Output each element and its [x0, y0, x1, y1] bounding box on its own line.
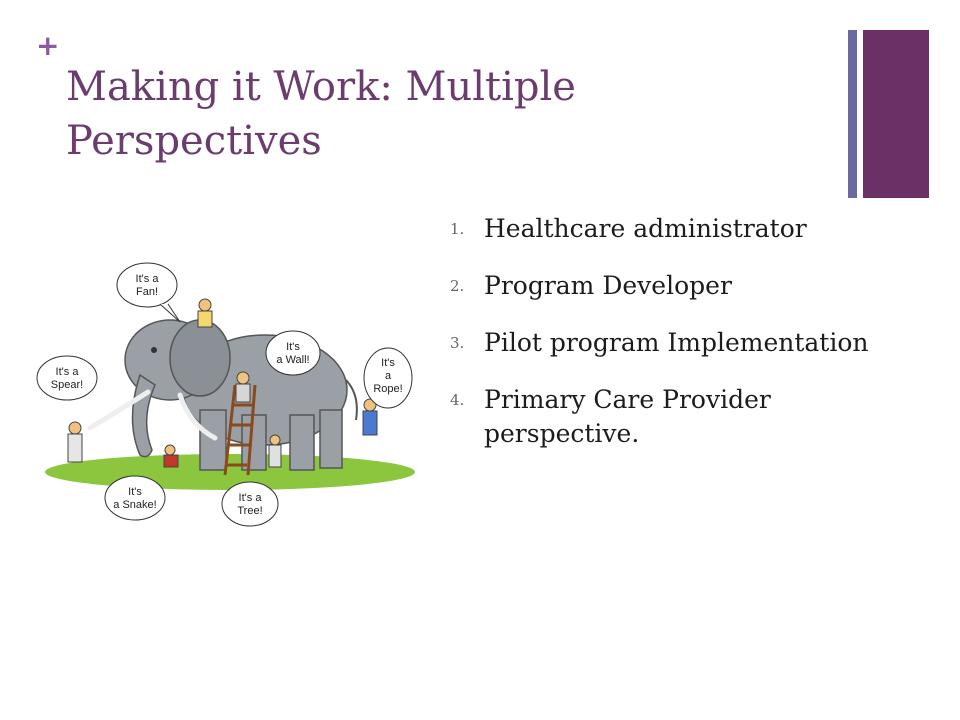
- ladder: [223, 384, 257, 476]
- bubble-fan: It's a Fan!: [116, 262, 181, 323]
- bubble-wall-line1: It's: [286, 341, 300, 353]
- elephant: [87, 319, 358, 471]
- list-text: Pilot program Implementation: [484, 328, 869, 357]
- blind-men: [67, 298, 378, 468]
- bubble-tree-line2: Tree!: [237, 505, 262, 517]
- bubble-spear: It's a Spear!: [36, 355, 98, 401]
- grass: [45, 454, 415, 490]
- list-item: 1. Healthcare administrator: [450, 212, 870, 246]
- list-item: 4. Primary Care Provider perspective.: [450, 383, 870, 451]
- bubble-fan-line2: Fan!: [136, 286, 158, 298]
- bubble-snake: It's a Snake!: [104, 475, 166, 521]
- list-number: 3.: [450, 334, 465, 352]
- bubble-rope-line3: Rope!: [373, 383, 402, 395]
- bubble-tree-line1: It's a: [239, 492, 263, 504]
- bubble-wall-line2: a Wall!: [276, 354, 309, 366]
- accent-bar-thin: [848, 30, 857, 198]
- bubble-rope: It's a Rope!: [363, 347, 413, 409]
- bubble-tree: It's a Tree!: [221, 481, 279, 527]
- plus-icon: +: [36, 29, 60, 62]
- blind-men-elephant-illustration: It's a Fan! It's a Wall! It's a Spear! I…: [36, 262, 415, 527]
- list-text: Healthcare administrator: [484, 214, 807, 243]
- perspectives-list: 1. Healthcare administrator 2. Program D…: [450, 212, 870, 474]
- bubble-rope-line1: It's: [381, 357, 395, 369]
- bubble-snake-line1: It's: [128, 486, 142, 498]
- list-item: 2. Program Developer: [450, 269, 870, 303]
- bubble-spear-line1: It's a: [56, 366, 80, 378]
- bubble-rope-line2: a: [385, 370, 392, 382]
- bubble-wall: It's a Wall!: [265, 330, 321, 376]
- slide-title: Making it Work: Multiple Perspectives: [66, 64, 576, 164]
- list-text: Primary Care Provider perspective.: [484, 385, 771, 448]
- list-number: 4.: [450, 391, 465, 409]
- bubble-fan-line1: It's a: [136, 273, 160, 285]
- list-item: 3. Pilot program Implementation: [450, 326, 870, 360]
- accent-bar-thick: [863, 30, 929, 198]
- list-number: 1.: [450, 220, 465, 238]
- bubble-snake-line2: a Snake!: [113, 499, 156, 511]
- list-number: 2.: [450, 277, 465, 295]
- bubble-spear-line2: Spear!: [51, 379, 83, 391]
- list-text: Program Developer: [484, 271, 732, 300]
